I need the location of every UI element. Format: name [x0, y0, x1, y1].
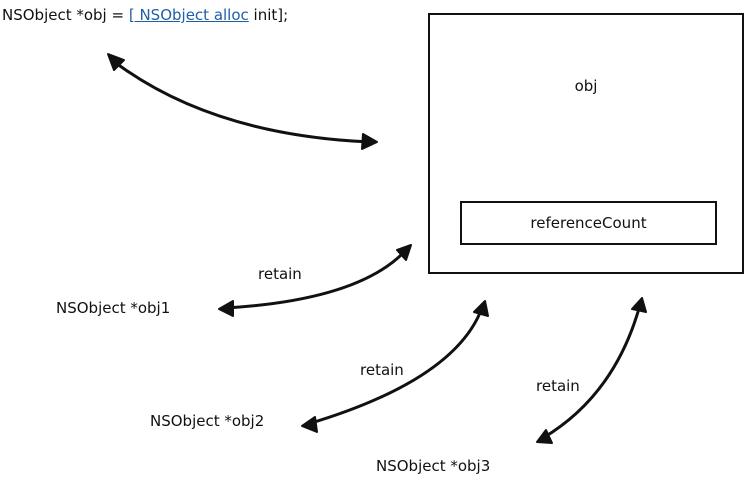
code-prefix: NSObject *obj =	[2, 6, 129, 24]
reference-obj2: NSObject *obj2	[150, 412, 265, 430]
edge-label-obj2: retain	[360, 361, 404, 379]
arrow-obj	[107, 53, 378, 150]
object-box: obj referenceCount	[428, 13, 744, 274]
reference-obj1: NSObject *obj1	[56, 299, 171, 317]
edge-label-obj1: retain	[258, 265, 302, 283]
arrow-obj3	[536, 297, 647, 444]
object-title: obj	[574, 77, 598, 95]
arrow-obj2	[301, 300, 489, 433]
reference-obj3: NSObject *obj3	[376, 457, 491, 475]
arrow-obj1	[218, 244, 412, 317]
code-suffix: init];	[248, 6, 289, 24]
code-link[interactable]: [ NSObject alloc	[128, 6, 249, 24]
edge-label-obj3: retain	[536, 377, 580, 395]
code-line: NSObject *obj = [ NSObject alloc init];	[2, 8, 288, 23]
reference-count-field: referenceCount	[460, 201, 717, 245]
